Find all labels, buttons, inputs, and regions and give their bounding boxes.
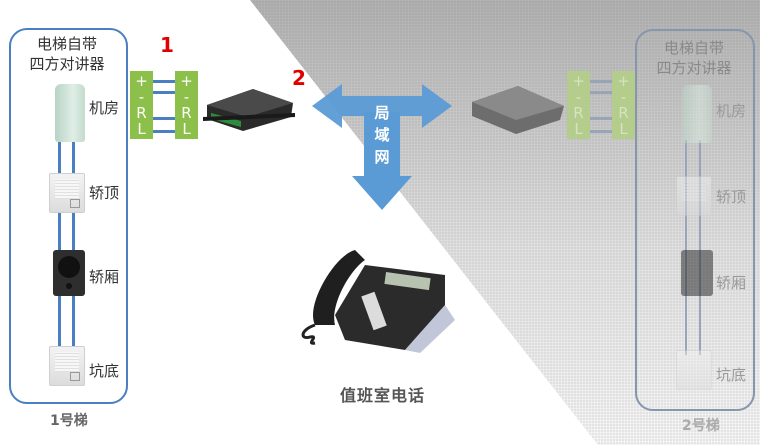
station-label: 机房 bbox=[716, 102, 747, 120]
handset-device bbox=[55, 84, 85, 142]
station-label: 坑底 bbox=[89, 362, 120, 380]
wire bbox=[699, 140, 701, 355]
elevator-1-frame bbox=[9, 28, 128, 404]
lan-arrows bbox=[312, 84, 452, 210]
desk-phone-icon bbox=[301, 250, 455, 353]
intercom-box-device-faded bbox=[676, 176, 712, 216]
title-line-1: 电梯自带 bbox=[663, 39, 724, 57]
elevator-2-caption: 2号梯 bbox=[682, 418, 720, 434]
gateway-device bbox=[203, 89, 295, 131]
speaker-device-faded bbox=[681, 250, 713, 296]
elevator-2-title: 电梯自带 四方对讲器 bbox=[636, 38, 752, 78]
elevator-2-frame bbox=[635, 29, 755, 411]
wire bbox=[590, 117, 612, 120]
wire bbox=[153, 80, 175, 83]
wire bbox=[153, 91, 175, 94]
station-label: 轿顶 bbox=[89, 184, 120, 202]
phone-caption: 值班室电话 bbox=[340, 386, 426, 405]
wire bbox=[153, 130, 175, 133]
station-label: 轿厢 bbox=[716, 274, 747, 292]
lan-label: 局 域 网 bbox=[374, 104, 390, 166]
intercom-box-device bbox=[49, 346, 85, 386]
title-line-1: 电梯自带 bbox=[36, 35, 97, 53]
wire bbox=[685, 140, 687, 355]
handset-device-faded bbox=[682, 85, 712, 143]
elevator-1-title: 电梯自带 四方对讲器 bbox=[10, 34, 124, 74]
station-label: 轿顶 bbox=[716, 188, 747, 206]
marker-2: 2 bbox=[292, 66, 306, 90]
wire bbox=[590, 80, 612, 83]
station-label: 坑底 bbox=[716, 366, 747, 384]
station-label: 轿厢 bbox=[89, 268, 120, 286]
wire bbox=[590, 91, 612, 94]
station-label: 机房 bbox=[89, 99, 120, 117]
wire bbox=[153, 117, 175, 120]
title-line-2: 四方对讲器 bbox=[29, 55, 105, 73]
gateway-device-faded bbox=[472, 86, 564, 134]
intercom-box-device-faded bbox=[676, 350, 712, 390]
wire bbox=[590, 130, 612, 133]
marker-1: 1 bbox=[160, 33, 174, 57]
title-line-2: 四方对讲器 bbox=[656, 59, 732, 77]
intercom-box-device bbox=[49, 173, 85, 213]
speaker-device bbox=[53, 250, 85, 296]
elevator-1-caption: 1号梯 bbox=[50, 413, 88, 429]
